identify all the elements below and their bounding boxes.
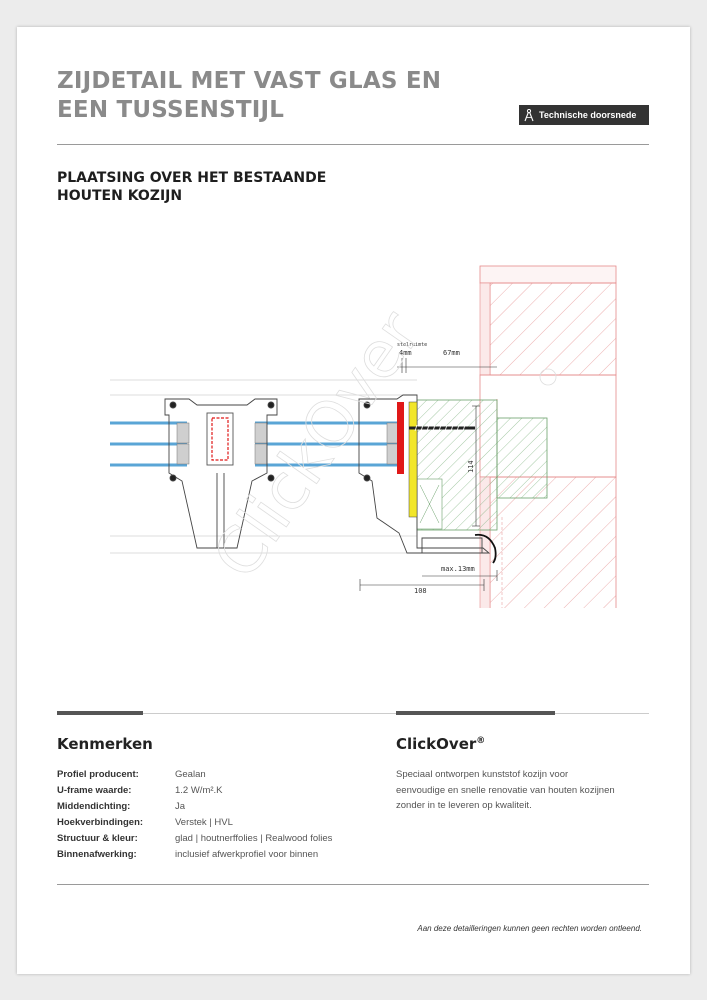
existing-wooden-frame — [416, 399, 548, 531]
feature-value: Gealan — [175, 769, 206, 780]
feature-row: Profiel producent: Gealan — [57, 767, 332, 783]
feature-row: U-frame waarde: 1.2 W/m².K — [57, 783, 332, 799]
feature-row: Structuur & kleur: glad | houtnerffolies … — [57, 831, 332, 847]
feature-label: Structuur & kleur: — [57, 833, 138, 844]
product-heading: ClickOver® — [396, 735, 485, 753]
registered-mark: ® — [476, 736, 486, 746]
technical-section-drawing: stelruimte 4mm 67mm 114 max.13mm 108 Cli… — [110, 265, 617, 608]
dim-label-max13: max.13mm — [441, 565, 475, 573]
feature-row: Middendichting: Ja — [57, 799, 332, 815]
feature-value: 1.2 W/m².K — [175, 785, 223, 796]
disclaimer-text: Aan deze detailleringen kunnen geen rech… — [417, 924, 642, 933]
product-description: Speciaal ontworpen kunststof kozijn voor… — [396, 769, 615, 811]
feature-label: U-frame waarde: — [57, 785, 132, 796]
product-name: ClickOver — [396, 735, 477, 753]
document-page: ZIJDETAIL MET VAST GLAS EN EEN TUSSENSTI… — [17, 27, 690, 974]
triple-glazing — [110, 421, 400, 467]
feature-label: Hoekverbindingen: — [57, 817, 144, 828]
masonry-wall — [479, 265, 617, 608]
glazing-outline-lines — [110, 379, 417, 554]
features-list: Profiel producent: Gealan U-frame waarde:… — [57, 767, 332, 863]
section-subtitle-line-2: HOUTEN KOZIJN — [57, 188, 183, 204]
fixing-screw — [409, 424, 475, 432]
section-subtitle: PLAATSING OVER HET BESTAANDE HOUTEN KOZI… — [57, 169, 326, 205]
page-title-line-2: EEN TUSSENSTIJL — [57, 97, 285, 123]
frame-profile — [358, 394, 497, 564]
feature-value: glad | houtnerffolies | Realwood folies — [175, 833, 333, 844]
page-title: ZIJDETAIL MET VAST GLAS EN EEN TUSSENSTI… — [57, 67, 477, 125]
feature-label: Profiel producent: — [57, 769, 139, 780]
features-divider — [143, 713, 396, 714]
feature-label: Binnenafwerking: — [57, 849, 137, 860]
feature-row: Binnenafwerking: inclusief afwerkprofiel … — [57, 847, 332, 863]
section-subtitle-line-1: PLAATSING OVER HET BESTAANDE — [57, 170, 327, 186]
dim-label-114: 114 — [467, 460, 475, 473]
compass-icon — [519, 108, 539, 122]
feature-label: Middendichting: — [57, 801, 131, 812]
footer-divider — [57, 884, 649, 885]
feature-value: Verstek | HVL — [175, 817, 233, 828]
technical-section-badge: Technische doorsnede — [519, 105, 649, 125]
product-accent-bar — [396, 711, 555, 715]
dimension-lines — [359, 358, 498, 591]
dim-label-stelruimte: stelruimte — [397, 342, 427, 348]
feature-value: Ja — [175, 801, 186, 812]
feature-value: inclusief afwerkprofiel voor binnen — [175, 849, 319, 860]
features-accent-bar — [57, 711, 143, 715]
dim-label-108: 108 — [414, 587, 427, 595]
badge-label: Technische doorsnede — [539, 110, 637, 120]
features-heading: Kenmerken — [57, 735, 153, 753]
watermark-registered-mark — [539, 368, 557, 386]
header-divider — [57, 144, 649, 145]
dim-label-67mm: 67mm — [443, 349, 460, 357]
mullion-profile — [164, 398, 278, 549]
dim-label-4mm: 4mm — [399, 349, 412, 357]
product-divider — [555, 713, 649, 714]
page-title-line-1: ZIJDETAIL MET VAST GLAS EN — [57, 68, 442, 94]
feature-row: Hoekverbindingen: Verstek | HVL — [57, 815, 332, 831]
